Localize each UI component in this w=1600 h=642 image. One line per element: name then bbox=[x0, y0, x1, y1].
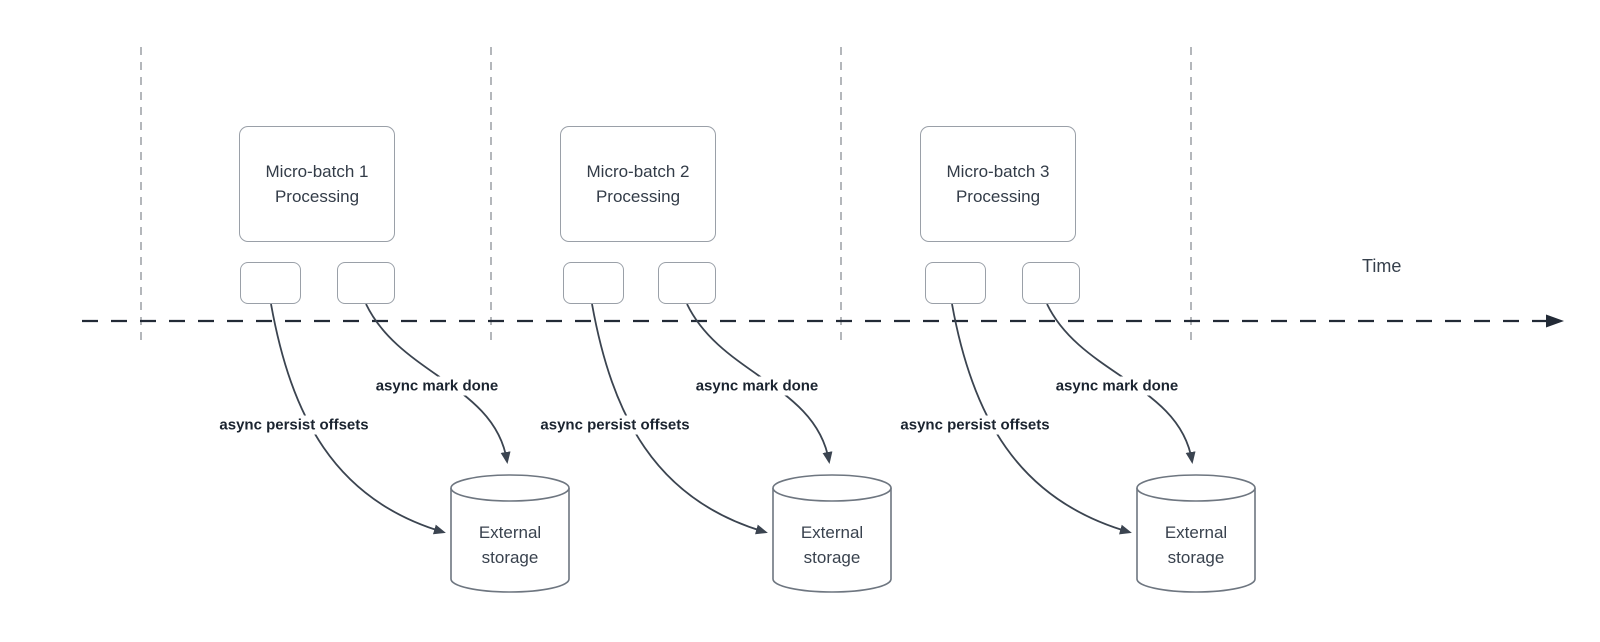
external-storage-3: External storage bbox=[1136, 474, 1256, 593]
external-storage-2-line1: External bbox=[800, 522, 864, 542]
micro-batch-1-processing-box: Micro-batch 1 Processing bbox=[239, 126, 395, 242]
external-storage-2: External storage bbox=[772, 474, 892, 593]
persist-offsets-label-2: async persist offsets bbox=[536, 415, 694, 435]
micro-batch-2-done-task-box bbox=[658, 262, 716, 304]
micro-batch-2-title-line2: Processing bbox=[595, 187, 681, 206]
cylinder-shape-icon bbox=[450, 474, 570, 593]
micro-batch-3-offsets-task-box bbox=[925, 262, 986, 304]
persist-offsets-label-3: async persist offsets bbox=[896, 415, 1054, 435]
persist-offsets-arrow-1 bbox=[270, 303, 446, 535]
micro-batch-3-processing-box: Micro-batch 3 Processing bbox=[920, 126, 1076, 242]
external-storage-1: External storage bbox=[450, 474, 570, 593]
micro-batch-1-title-line1: Micro-batch 1 bbox=[265, 162, 369, 181]
persist-offsets-label-1: async persist offsets bbox=[215, 415, 373, 435]
persist-offsets-arrow-2 bbox=[591, 303, 768, 535]
micro-batch-1-title-line2: Processing bbox=[274, 187, 360, 206]
micro-batch-2-offsets-task-box bbox=[563, 262, 624, 304]
mark-done-label-1: async mark done bbox=[371, 376, 503, 396]
cylinder-shape-icon bbox=[772, 474, 892, 593]
external-storage-1-line2: storage bbox=[481, 547, 539, 567]
micro-batch-2-title-line1: Micro-batch 2 bbox=[586, 162, 690, 181]
external-storage-3-line2: storage bbox=[1167, 547, 1225, 567]
micro-batch-3-title-line1: Micro-batch 3 bbox=[946, 162, 1050, 181]
mark-done-label-3: async mark done bbox=[1051, 376, 1183, 396]
micro-batch-1-done-task-box bbox=[337, 262, 395, 304]
external-storage-1-line1: External bbox=[478, 522, 542, 542]
cylinder-shape-icon bbox=[1136, 474, 1256, 593]
micro-batch-1-offsets-task-box bbox=[240, 262, 301, 304]
micro-batch-3-done-task-box bbox=[1022, 262, 1080, 304]
micro-batch-2-processing-box: Micro-batch 2 Processing bbox=[560, 126, 716, 242]
micro-batch-3-title-line2: Processing bbox=[955, 187, 1041, 206]
time-axis-label: Time bbox=[1362, 256, 1402, 276]
external-storage-3-line1: External bbox=[1164, 522, 1228, 542]
mark-done-label-2: async mark done bbox=[691, 376, 823, 396]
external-storage-2-line2: storage bbox=[803, 547, 861, 567]
persist-offsets-arrow-3 bbox=[951, 303, 1132, 535]
